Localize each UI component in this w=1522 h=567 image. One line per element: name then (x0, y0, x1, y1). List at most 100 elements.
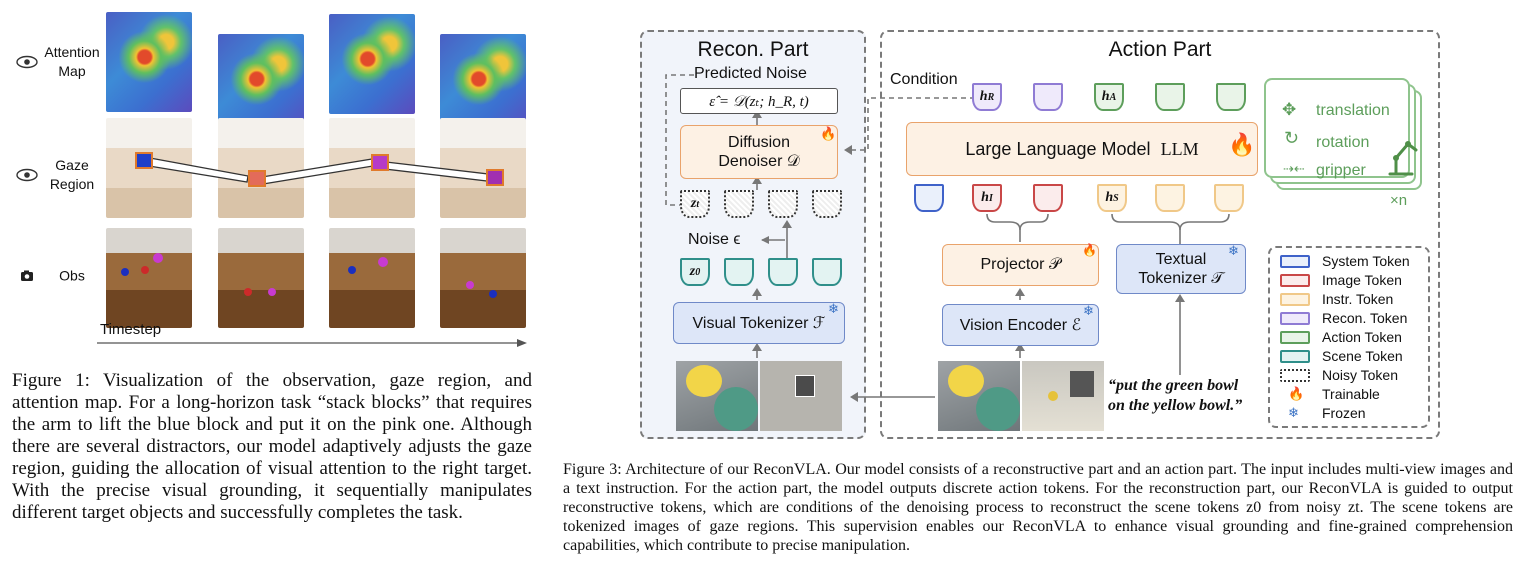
row-label-text: Obs (59, 267, 85, 284)
snowflake-icon: ❄ (1228, 243, 1239, 258)
textual-tokenizer-label: Textual Tokenizer 𝒯 (1138, 251, 1224, 287)
observation-image (106, 228, 192, 328)
scene-token (724, 258, 754, 286)
gaze-region-image (440, 118, 526, 218)
legend-swatch (1280, 369, 1310, 382)
attention-map-image (329, 14, 415, 114)
legend-swatch (1280, 274, 1310, 287)
robot-arm-icon (1388, 141, 1418, 176)
llm-symbol: LLM (1160, 138, 1199, 159)
action-token (1155, 83, 1185, 111)
rotation-label: rotation (1316, 134, 1370, 151)
projector-box: Projector 𝒫 (942, 244, 1099, 286)
legend-label: Trainable (1322, 386, 1380, 402)
system-token (914, 184, 944, 212)
action-card-front (1264, 78, 1410, 178)
flame-icon: 🔥 (820, 126, 837, 141)
eye-icon (16, 55, 38, 69)
robot-arm (1070, 371, 1094, 397)
third-person-image (1022, 361, 1104, 431)
legend-label: Action Token (1322, 329, 1402, 345)
projector-label: Projector 𝒫 (980, 256, 1061, 273)
row-label-text: Gaze Region (49, 157, 95, 192)
figure-3-caption: Figure 3: Architecture of our ReconVLA. … (563, 461, 1513, 554)
rotate-icon: ↻ (1284, 128, 1300, 148)
vision-encoder-box: Vision Encoder ℰ (942, 304, 1099, 346)
llm-label: Large Language Model (965, 138, 1151, 159)
timestep-label: Timestep (100, 321, 162, 338)
vision-encoder-label: Vision Encoder ℰ (959, 317, 1082, 334)
multi-view-image (676, 361, 758, 431)
gripper-arrows-icon: ⇢⇠ (1283, 161, 1305, 176)
flame-icon: 🔥 (1288, 386, 1305, 401)
yellow-bowl (686, 365, 722, 397)
recon-part-title: Recon. Part (697, 38, 809, 61)
flame-icon: 🔥 (1082, 243, 1097, 257)
textual-tokenizer-box: Textual Tokenizer 𝒯 (1116, 244, 1246, 294)
eye-icon (16, 168, 38, 182)
instr-token (1214, 184, 1244, 212)
legend-label: Recon. Token (1322, 310, 1408, 326)
yellow-bowl (948, 365, 984, 397)
times-n-label: ×n (1390, 192, 1408, 209)
snowflake-icon: ❄ (1083, 303, 1094, 318)
legend-label: Frozen (1322, 405, 1366, 421)
flame-icon: 🔥 (1228, 132, 1256, 157)
scene-token (812, 258, 842, 286)
gaze-crop (795, 375, 815, 397)
scene-token (768, 258, 798, 286)
diffusion-denoiser-box: Diffusion Denoiser 𝒟 (680, 125, 838, 179)
visual-tokenizer-label: Visual Tokenizer ℱ (692, 315, 826, 332)
bowl (1048, 391, 1058, 401)
gaze-region-image (760, 361, 842, 431)
row-label-obs: Obs (10, 265, 106, 287)
legend-swatch (1280, 255, 1310, 268)
snowflake-icon: ❄ (828, 301, 839, 316)
legend-swatch (1280, 331, 1310, 344)
action-token (1216, 83, 1246, 111)
llm-box: Large Language Model LLM (906, 122, 1258, 176)
multi-view-image (938, 361, 1020, 431)
observation-image (218, 228, 304, 328)
architecture-connectors (665, 74, 1230, 402)
noise-equation: ε̂ = 𝒟(zₜ; h_R, t) (680, 88, 838, 114)
gaze-trajectory (97, 152, 527, 347)
move-icon: ✥ (1282, 100, 1297, 119)
legend-box (1268, 246, 1430, 428)
condition-label: Condition (890, 71, 958, 88)
camera-icon (21, 270, 33, 281)
noisy-token (812, 190, 842, 218)
observation-image (329, 228, 415, 328)
translation-label: translation (1316, 102, 1390, 119)
attention-map-image (440, 34, 526, 134)
legend-label: Instr. Token (1322, 291, 1394, 307)
legend-label: Scene Token (1322, 348, 1403, 364)
legend-label: Image Token (1322, 272, 1402, 288)
gripper-label: gripper (1316, 162, 1366, 179)
action-part-title: Action Part (1108, 38, 1212, 61)
image-token (1033, 184, 1063, 212)
row-label-gaze: Gaze Region (10, 155, 106, 195)
snowflake-icon: ❄ (1288, 405, 1299, 420)
attention-map-image (218, 34, 304, 134)
observation-image (440, 228, 526, 328)
instruction-text: “put the green bowl on the yellow bowl.” (1108, 377, 1243, 414)
noise-label: Noise ϵ (688, 231, 741, 248)
diffusion-denoiser-label: Diffusion Denoiser 𝒟 (718, 134, 800, 170)
row-label-attention: Attention Map (10, 42, 106, 82)
green-bowl (714, 387, 758, 431)
green-bowl (976, 387, 1020, 431)
legend-swatch (1280, 350, 1310, 363)
legend-label: Noisy Token (1322, 367, 1399, 383)
predicted-noise-label: Predicted Noise (694, 65, 807, 82)
instr-token (1155, 184, 1185, 212)
figure-1-caption: Figure 1: Visualization of the observati… (12, 370, 532, 523)
legend-swatch (1280, 312, 1310, 325)
attention-map-image (106, 12, 192, 112)
